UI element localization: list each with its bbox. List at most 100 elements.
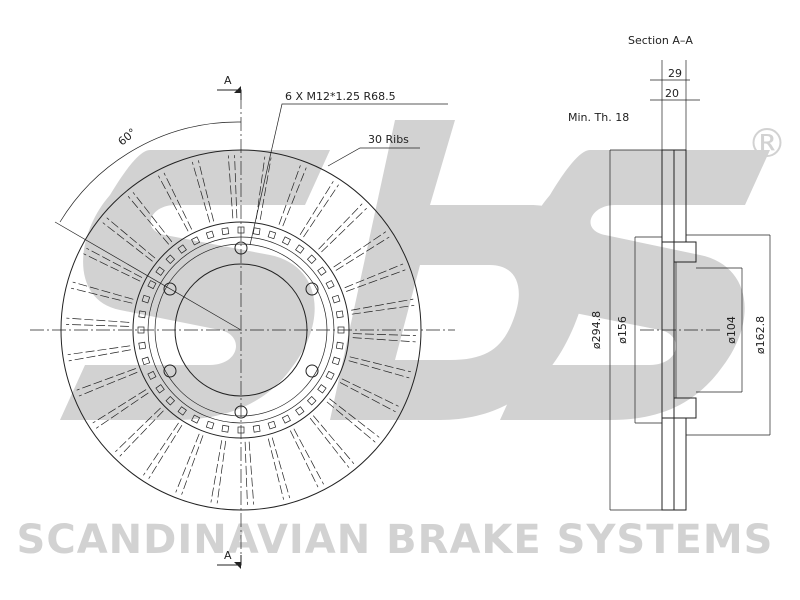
hat-notch [191,414,201,424]
section-hub-flange-bottom [674,397,697,419]
rib-line [344,263,404,289]
bolt-hole [305,364,319,378]
rib-line [289,430,319,488]
rib-line [83,253,141,282]
hat-notch [141,356,151,366]
section-hub-flange-top [674,241,697,263]
rib-line [267,438,284,500]
section-arrow-top [234,86,241,93]
thickness-total-label: 29 [668,67,682,80]
section-view: Section A–A 29 20 Min. Th. 18 ø2 [568,34,771,511]
hat-notch [295,244,305,254]
rib-line [278,165,301,225]
hat-notch [317,266,327,276]
rib-line [68,349,131,362]
ribs-callout-leader [327,147,420,167]
hat-notch [138,341,147,350]
registered-mark: ® [747,121,787,167]
rib-line [227,155,234,219]
rib-line [335,236,390,271]
rib-line [339,382,396,413]
section-bottom-outer-plate [661,417,675,511]
ribs-callout: 30 Ribs [368,133,409,146]
thickness-hub-label: 20 [665,87,679,100]
rib-line [198,160,215,222]
hat-notch [325,370,335,380]
rib-line [321,207,367,253]
hat-notch [138,310,147,319]
hat-notch [177,244,187,254]
hat-notch [221,424,230,433]
hat-notch [155,266,165,276]
hat-notch [205,420,215,430]
rib-line [78,371,138,397]
min-thickness-label: Min. Th. 18 [568,111,629,124]
rib-line [96,392,149,429]
bolt-hole [163,364,177,378]
hat-notch [252,227,261,236]
hat-notch [331,356,341,366]
hat-notch [141,294,151,304]
rib-line [341,378,399,407]
rib-line [259,157,272,220]
bore-diameter-label: ø104 [725,316,738,344]
hat-notch [252,424,261,433]
hat-notch [335,310,344,319]
rib-line [318,203,363,250]
rib-line [303,184,339,238]
hat-notches [137,226,345,434]
hat-notch [306,254,317,265]
angle-reference-line [54,221,242,331]
rib-line [282,167,307,227]
hat-notch [147,370,157,380]
section-mark-top: A [224,74,232,87]
rib-line [119,410,164,457]
rib-line [346,269,406,292]
rib-line [106,217,156,259]
rib-line [326,401,376,443]
hat-notch [165,395,176,406]
rib-line [255,156,266,220]
section-title: Section A–A [628,34,693,47]
section-mark-bottom: A [224,549,232,562]
rib-line [210,440,223,503]
rib-line [67,345,131,356]
hub-diameter-label: ø156 [616,316,629,344]
hat-notch [317,384,327,394]
rib-line [299,181,334,236]
hat-notch [267,230,277,240]
hat-notch [177,406,187,416]
hat-notch [331,294,341,304]
disc-front-view: A A 60° 6 X M12*1.25 R68.5 30 Ribs [30,74,455,569]
rib-line [216,440,227,504]
hat-notch [306,395,317,406]
hat-notch [295,406,305,416]
hat-notch [205,230,215,240]
rib-line [309,417,350,468]
rib-line [66,324,130,327]
rib-line [115,407,161,453]
rib-line [92,389,147,424]
rib-line [76,368,136,391]
brand-line-watermark: SCANDINAVIAN BRAKE SYSTEMS [17,517,774,563]
rib-line [352,337,416,343]
rib-line [127,196,170,245]
rib-line [352,333,416,336]
hat-notch [281,236,291,246]
rib-line [86,247,143,278]
rib-line [333,231,386,268]
hat-notch [335,341,344,350]
hat-notch [325,280,335,290]
hat-notch [281,414,291,424]
rib-line [329,398,380,438]
rib-line [191,161,211,223]
rib-line [163,172,193,230]
rib-line [248,441,255,505]
rib-line [349,356,412,373]
bolt-callout-leader [249,103,448,246]
rib-line [234,155,238,219]
hat-notch [191,236,201,246]
hat-notch [147,280,157,290]
